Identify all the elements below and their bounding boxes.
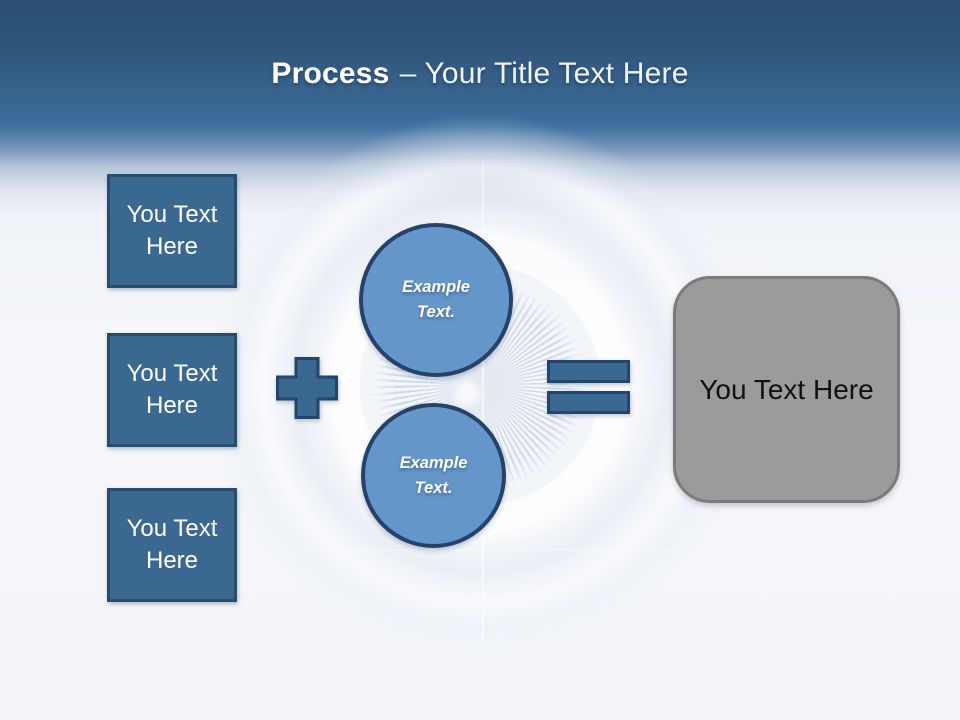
- background-seam-horizontal: [250, 549, 720, 551]
- process-input-box-2[interactable]: You Text Here: [107, 333, 237, 447]
- equals-icon[interactable]: [547, 360, 631, 420]
- title-subtitle: – Your Title Text Here: [399, 57, 689, 90]
- process-input-label-1: You Text Here: [126, 201, 218, 260]
- slide-title[interactable]: Process – Your Title Text Here: [0, 54, 960, 94]
- result-box-label: You Text Here: [699, 373, 874, 405]
- process-input-box-1[interactable]: You Text Here: [107, 174, 237, 288]
- example-circle-label-2: Example Text.: [399, 453, 468, 497]
- process-input-box-3[interactable]: You Text Here: [107, 488, 237, 602]
- example-circle-2[interactable]: Example Text.: [361, 403, 506, 548]
- title-emphasis: Process: [271, 57, 390, 90]
- plus-icon[interactable]: [276, 357, 338, 424]
- process-input-label-2: You Text Here: [126, 360, 218, 419]
- result-box[interactable]: You Text Here: [673, 276, 900, 503]
- example-circle-label-1: Example Text.: [402, 278, 470, 321]
- background-seam-vertical: [482, 162, 484, 640]
- process-input-label-3: You Text Here: [126, 515, 218, 574]
- example-circle-1[interactable]: Example Text.: [359, 223, 513, 377]
